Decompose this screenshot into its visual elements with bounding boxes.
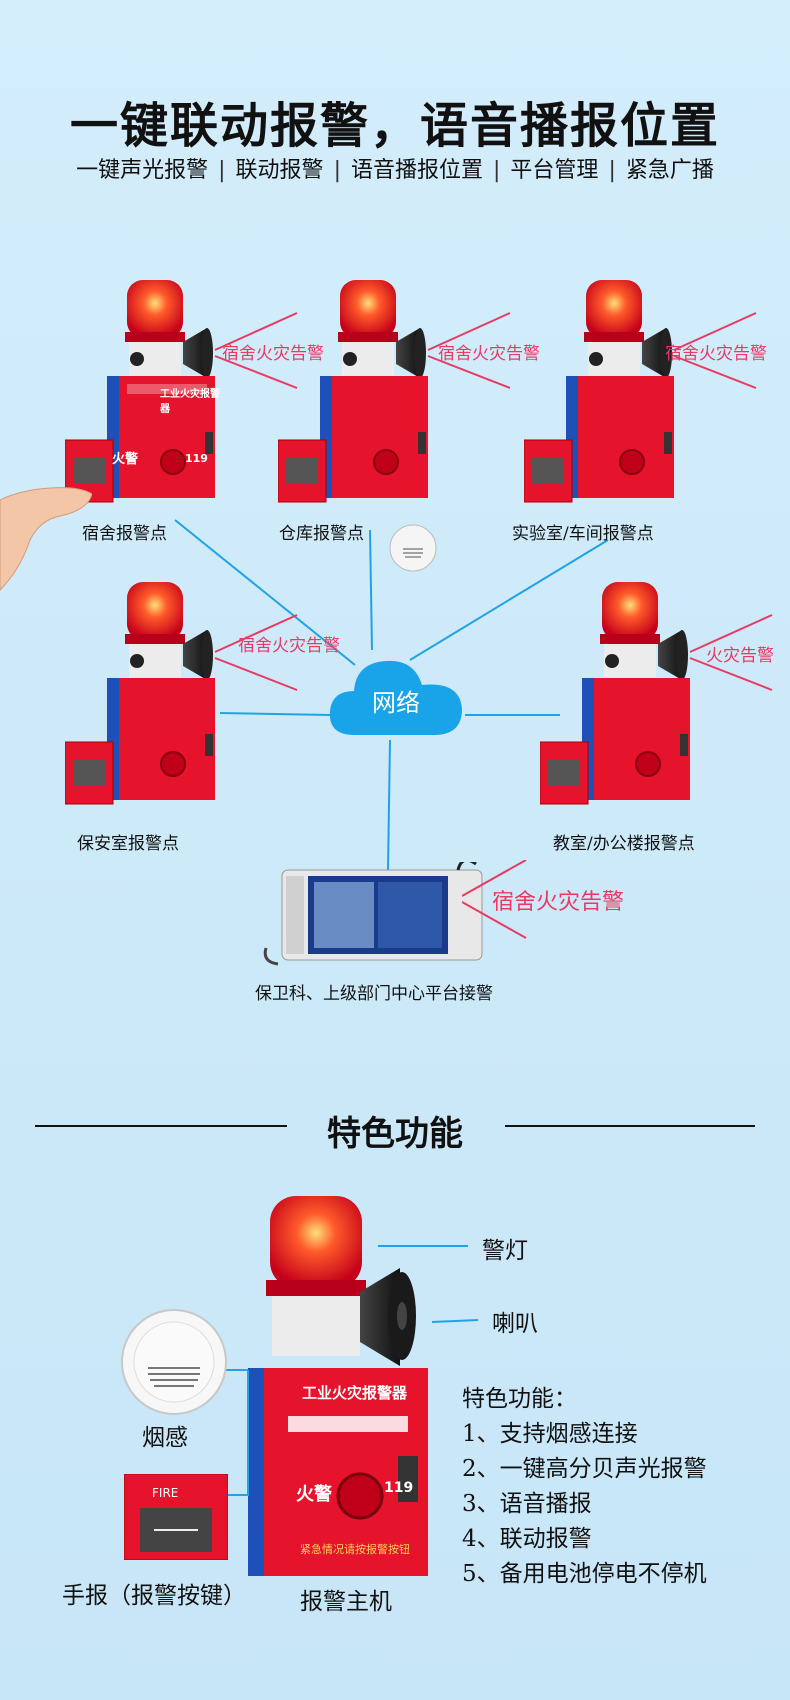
broadcast-waves-icon — [462, 860, 527, 939]
part-light-label: 警灯 — [482, 1238, 528, 1264]
part-manual-label: 手报（报警按键） — [62, 1583, 246, 1609]
device-number: 119 — [185, 452, 208, 465]
feature-list-item: 1、支持烟感连接 — [462, 1421, 638, 1447]
caption-lab: 实验室/车间报警点 — [512, 524, 654, 544]
feature-list-item: 3、语音播报 — [462, 1491, 592, 1517]
network-lines — [174, 519, 609, 871]
manual-fire-label: FIRE — [152, 1486, 179, 1500]
alarm-voice-text: 宿舍火灾告警 — [238, 636, 340, 656]
alarm-device-icon — [64, 280, 298, 503]
alarm-device-icon — [523, 280, 757, 503]
caption-dorm: 宿舍报警点 — [82, 524, 167, 544]
alarm-point-lab — [523, 280, 764, 520]
feature-list: 特色功能： 1、支持烟感连接 2、一键高分贝声光报警 3、语音播报 4、联动报警… — [462, 1382, 707, 1592]
features-title: 特色功能 — [327, 1114, 463, 1154]
part-host-label: 报警主机 — [300, 1589, 392, 1615]
alarm-point-dorm — [64, 280, 305, 520]
feature-item-1: 联动报警 — [235, 158, 324, 183]
alarm-voice-text-partial: 火灾告警 — [706, 646, 774, 666]
feature-subtitle: 一键声光报警|联动报警|语音播报位置|平台管理|紧急广播 — [76, 158, 714, 183]
alarm-voice-text: 宿舍火灾告警 — [665, 344, 767, 364]
feature-list-item: 4、联动报警 — [462, 1526, 592, 1552]
smoke-detector-icon — [389, 524, 437, 572]
divider-left — [35, 1125, 287, 1127]
feature-item-3: 平台管理 — [510, 158, 599, 183]
caption-security: 保安室报警点 — [77, 834, 179, 854]
feature-item-2: 语音播报位置 — [350, 158, 483, 183]
feature-list-item: 2、一键高分贝声光报警 — [462, 1456, 707, 1482]
device-fire-word: 火警 — [112, 452, 139, 467]
platform-terminal-icon — [263, 862, 483, 966]
caption-classroom: 教室/办公楼报警点 — [553, 834, 695, 854]
alarm-voice-text: 宿舍火灾告警 — [438, 344, 540, 364]
host-number: 119 — [384, 1480, 414, 1496]
terminal-alarm-text: 宿舍火灾告警 — [492, 890, 625, 915]
part-speaker-label: 喇叭 — [492, 1311, 538, 1337]
alarm-device-icon — [64, 582, 298, 805]
feature-item-4: 紧急广播 — [625, 158, 714, 183]
manual-call-point-icon — [124, 1474, 228, 1560]
divider-right — [505, 1125, 755, 1127]
smoke-detector-icon — [121, 1309, 227, 1415]
alarm-device-icon — [277, 280, 511, 503]
finger-icon — [0, 487, 92, 591]
cloud-label: 网络 — [372, 689, 420, 717]
alarm-voice-text: 宿舍火灾告警 — [222, 344, 324, 364]
host-bottom-text: 紧急情况请按报警按钮 — [300, 1543, 410, 1556]
caption-terminal: 保卫科、上级部门中心平台接警 — [255, 984, 493, 1004]
caption-warehouse: 仓库报警点 — [279, 524, 364, 544]
alarm-device-icon — [539, 582, 773, 805]
host-panel-title: 工业火灾报警器 — [302, 1384, 408, 1402]
network-cloud-icon — [329, 660, 462, 735]
device-panel-title: 工业火灾报警器 — [160, 389, 220, 415]
alarm-point-warehouse — [277, 280, 518, 520]
feature-list-title: 特色功能： — [462, 1386, 577, 1412]
feature-item-0: 一键声光报警 — [76, 158, 209, 183]
alarm-point-security — [64, 582, 305, 822]
feature-list-item: 5、备用电池停电不停机 — [462, 1561, 707, 1587]
alarm-point-classroom — [539, 582, 780, 822]
page-title: 一键联动报警，语音播报位置 — [69, 98, 720, 154]
alarm-host-icon — [248, 1196, 428, 1576]
part-smoke-label: 烟感 — [142, 1425, 188, 1451]
host-fire-word: 火警 — [296, 1484, 332, 1505]
